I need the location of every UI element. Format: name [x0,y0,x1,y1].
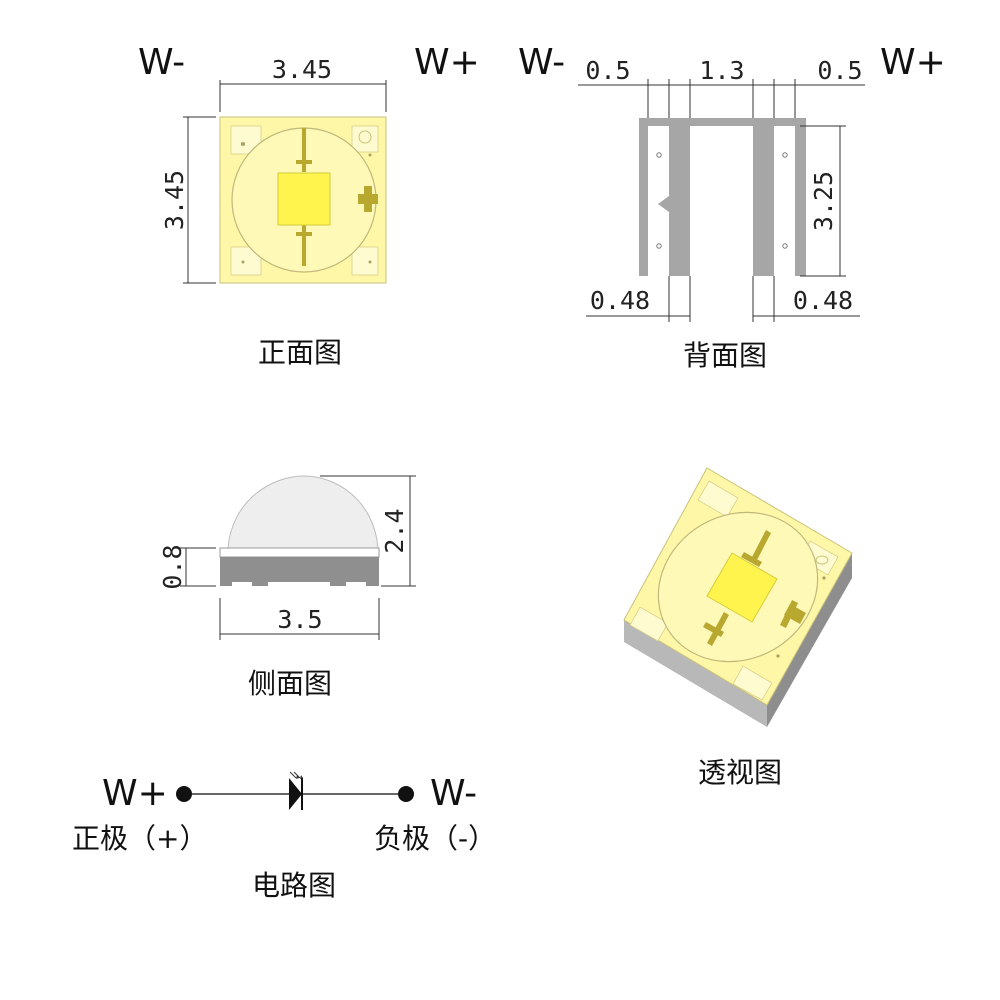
perspective-left-side [624,620,767,727]
side-lens-dome [227,475,379,549]
led-diode-icon [289,771,303,810]
back-pad-right [774,126,795,276]
back-view: W- W+ 0.5 1.3 0.5 3.25 [518,42,946,372]
side-view: 2.4 0.8 3.5 侧面图 [158,475,416,700]
side-width-dim: 3.5 [277,605,322,634]
side-total-height-dim: 2.4 [380,508,409,553]
perspective-right-side [767,553,852,727]
back-height-dim: 3.25 [809,171,838,231]
side-base-height-dim: 0.8 [158,544,187,589]
back-cathode-notch [669,182,682,210]
circuit-positive-label: 正极（+） [72,822,207,855]
front-led-die [277,172,331,226]
side-view-caption: 侧面图 [248,667,332,700]
perspective-view: 透视图 [623,467,853,789]
front-width-dim: 3.45 [272,55,332,84]
front-label-w-plus: W+ [414,42,480,83]
circuit-diagram: W+ W- 正极（+） 负极（-） 电路图 [72,771,496,902]
back-dim-bottom-left: 0.48 [590,286,650,315]
front-height-dim: 3.45 [160,170,189,230]
back-label-w-plus: W+ [880,42,946,83]
circuit-node-positive [176,786,192,802]
back-dim-bottom-right: 0.48 [793,286,853,315]
circuit-terminal-w-minus: W- [430,773,477,814]
perspective-view-caption: 透视图 [698,756,782,789]
front-view-caption: 正面图 [258,336,342,369]
side-base [220,557,379,586]
perspective-led-die [706,552,778,623]
back-dim-left-pad: 0.5 [585,56,630,85]
front-label-w-minus: W- [138,42,185,83]
circuit-node-negative [398,786,414,802]
back-view-caption: 背面图 [683,339,767,372]
circuit-negative-label: 负极（-） [374,822,496,855]
front-view: W- W+ 3.45 3.45 正面图 [138,42,480,369]
circuit-caption: 电路图 [252,869,336,902]
back-pad-left [648,126,669,276]
back-dim-center-pad: 1.3 [699,56,744,85]
back-pad-center [690,126,753,276]
back-dim-right-pad: 0.5 [817,56,862,85]
back-label-w-minus: W- [518,42,565,83]
circuit-terminal-w-plus: W+ [102,773,168,814]
